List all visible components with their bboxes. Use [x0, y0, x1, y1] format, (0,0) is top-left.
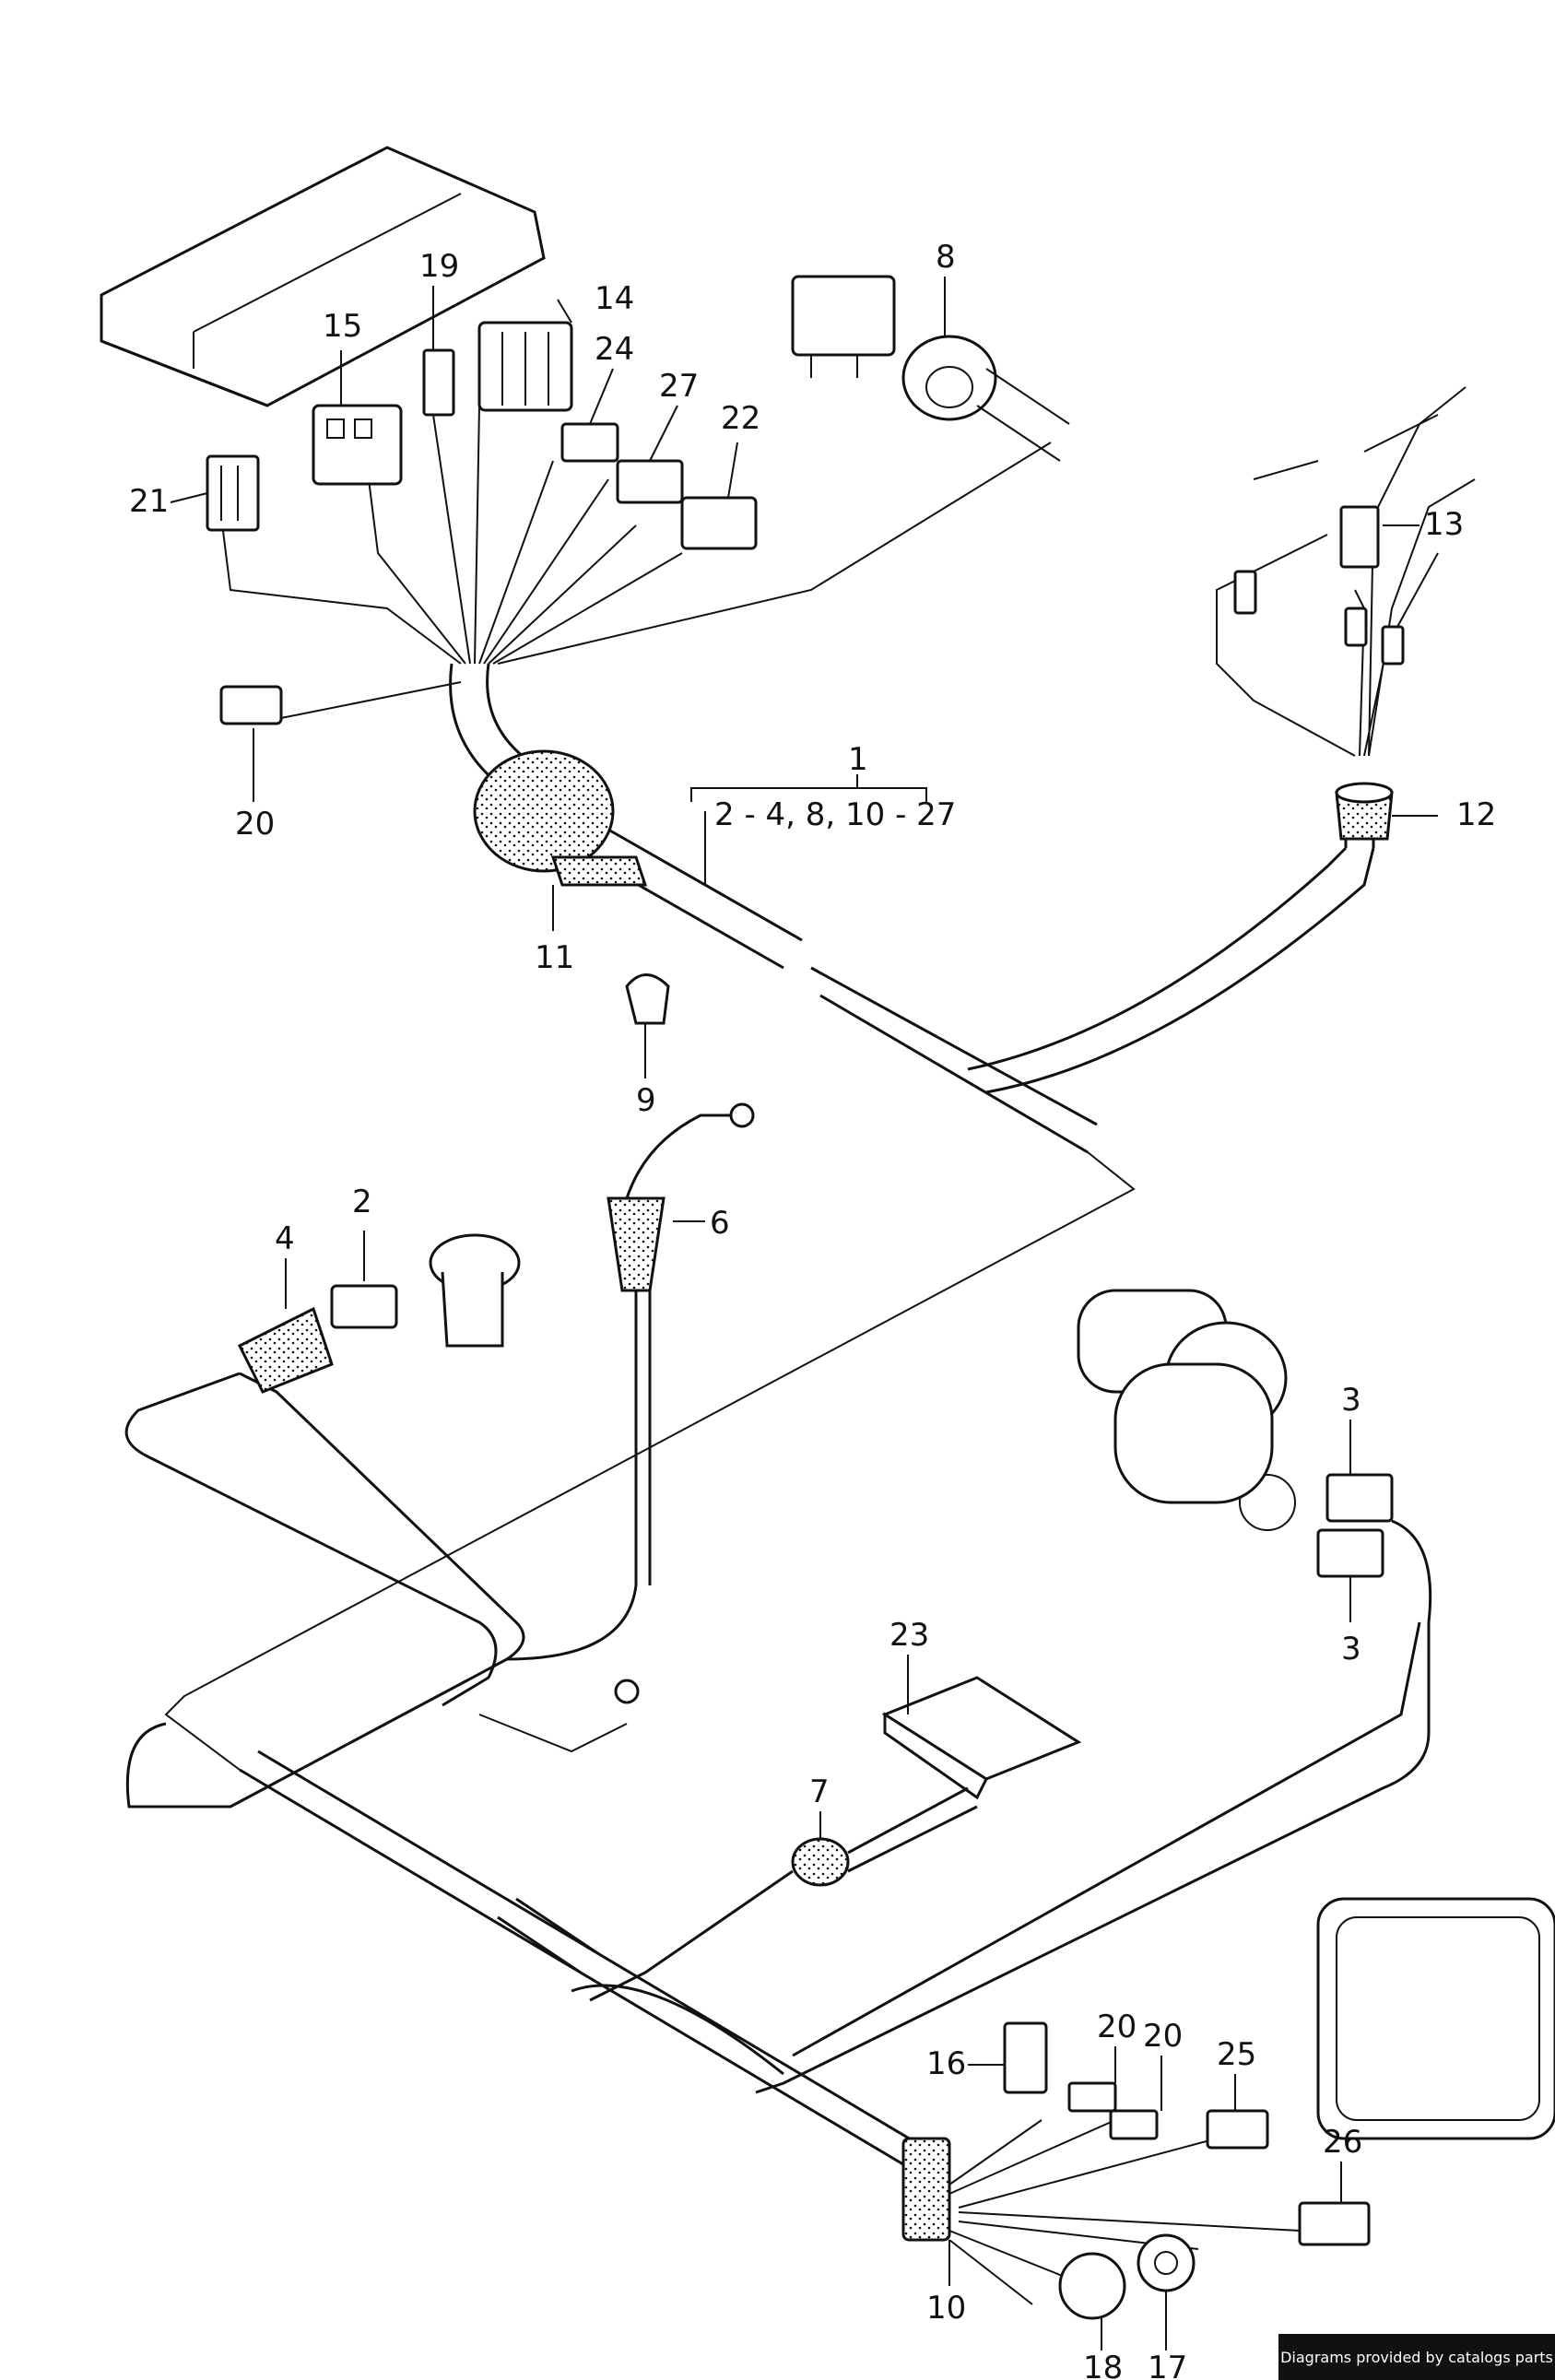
control-unit-housing	[100, 146, 546, 407]
connection-guide-lines	[125, 1151, 1136, 1809]
callout-22: 22	[721, 400, 760, 437]
connector-4	[237, 1306, 334, 1394]
harness-lower-left	[124, 1372, 498, 1707]
callout-17: 17	[1148, 2350, 1187, 2380]
credit-text: Diagrams provided by catalogs parts	[1280, 2348, 1553, 2366]
callout-25: 25	[1217, 2036, 1256, 2073]
callout-21: 21	[129, 483, 169, 520]
harness-bottom-main	[239, 1750, 941, 2177]
callout-13: 13	[1424, 506, 1464, 543]
grommet-7	[589, 1786, 978, 2002]
callout-12: 12	[1456, 796, 1496, 833]
connector-24	[560, 422, 619, 463]
callout-8: 8	[936, 239, 956, 276]
callout-1-bracket	[690, 774, 927, 885]
connector-3-lower	[1316, 1528, 1384, 1578]
branch-wires-bottom	[948, 2119, 1301, 2305]
branch-right-top	[1216, 386, 1476, 757]
callout-20-top: 20	[235, 806, 275, 842]
callout-7: 7	[809, 1773, 830, 1810]
callout-1: 1	[848, 741, 868, 778]
callout-6: 6	[710, 1205, 730, 1242]
grommet-10	[901, 2137, 951, 2242]
main-harness-upper	[449, 663, 1375, 1154]
ground-strap-6	[506, 1102, 755, 1661]
connector-26	[1298, 2201, 1371, 2246]
connector-27	[616, 459, 684, 504]
clip-9	[625, 973, 670, 1025]
harness-right-lower-2	[792, 1621, 1421, 2057]
connector-19	[422, 348, 455, 417]
callout-4: 4	[275, 1220, 295, 1257]
connector-8	[901, 335, 1070, 462]
callout-1-range: 2 - 4, 8, 10 - 27	[714, 796, 956, 833]
grommet-12	[1335, 782, 1394, 841]
fuel-sender	[429, 1233, 521, 1348]
harness-right-lower	[755, 1519, 1432, 2094]
callout-26: 26	[1323, 2124, 1362, 2161]
callout-19: 19	[419, 248, 459, 285]
grommet-11	[473, 749, 648, 887]
callout-24: 24	[595, 331, 634, 368]
clip-20-bottom-a	[1067, 2081, 1117, 2113]
starter-motor	[1077, 1289, 1296, 1531]
connector-15	[312, 404, 403, 486]
callout-15: 15	[323, 308, 362, 345]
harness-bottom-branch	[571, 1984, 784, 2076]
callout-3-upper: 3	[1341, 1382, 1361, 1419]
callout-23: 23	[889, 1617, 929, 1654]
ground-eyelet	[614, 1679, 640, 1704]
callout-14: 14	[595, 280, 634, 317]
connector-18	[1058, 2252, 1126, 2320]
connector-16	[1003, 2021, 1048, 2094]
credit-banner: Diagrams provided by catalogs parts	[1278, 2334, 1555, 2380]
clip-20-top	[219, 685, 283, 725]
leader-lines	[170, 277, 1438, 2351]
clip-20-bottom-b	[1109, 2109, 1159, 2140]
connector-2	[330, 1284, 398, 1329]
connector-22	[680, 496, 758, 550]
connector-25	[1206, 2109, 1269, 2150]
connector-14	[477, 321, 573, 412]
module-23	[881, 1676, 1082, 1800]
callout-16: 16	[926, 2045, 966, 2082]
connector-21	[206, 454, 260, 532]
callout-27: 27	[659, 368, 699, 405]
callout-labels: 1 2 - 4, 8, 10 - 27 2 4 6 9 11 12 13 8 1…	[129, 239, 1496, 2380]
callout-3-lower: 3	[1341, 1631, 1361, 1667]
callout-20-bottom-a: 20	[1097, 2009, 1137, 2045]
callout-2: 2	[352, 1184, 372, 1220]
callout-10: 10	[926, 2290, 966, 2327]
connector-3-upper	[1325, 1473, 1394, 1523]
callout-18: 18	[1083, 2350, 1123, 2380]
callout-9: 9	[636, 1082, 656, 1119]
ground-wire-lower	[478, 1714, 628, 1753]
control-unit-lower-right	[1316, 1897, 1555, 2140]
callout-11: 11	[535, 939, 574, 976]
switch-relay	[791, 275, 896, 378]
connector-17	[1137, 2233, 1196, 2292]
callout-20-bottom-b: 20	[1143, 2018, 1183, 2055]
